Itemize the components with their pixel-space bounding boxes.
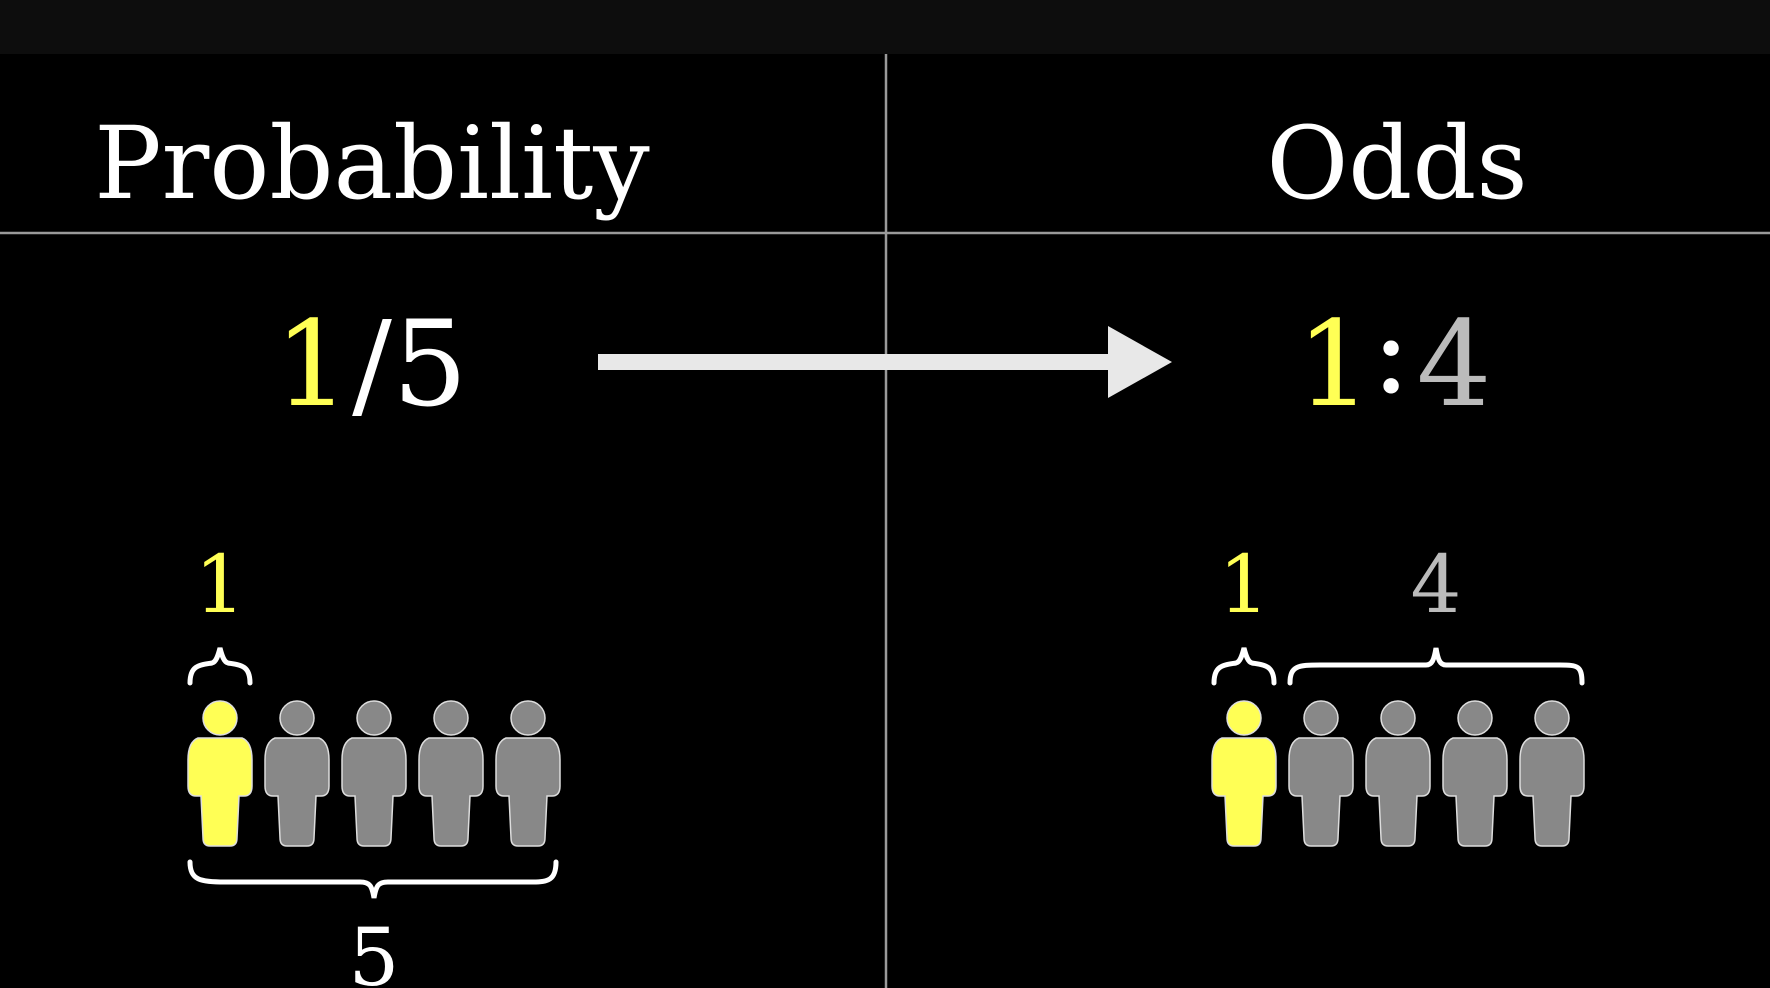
- probability-person-icon-gray: [495, 700, 561, 847]
- odds-highlighted-brace: [1211, 647, 1277, 686]
- odds-people: [1211, 700, 1585, 847]
- probability-top-brace: [187, 647, 253, 686]
- odds-person-icon-gray: [1442, 700, 1508, 847]
- probability-top-count: 1: [195, 538, 246, 631]
- odds-highlighted-count: 1: [1219, 538, 1270, 631]
- probability-people: [187, 700, 561, 847]
- odds-ratio: 1 : 4: [1296, 282, 1491, 433]
- odds-person-icon-gray: [1519, 700, 1585, 847]
- fraction-numerator: 1: [274, 295, 349, 433]
- odds-gray-count: 4: [1411, 538, 1462, 631]
- probability-fraction: 1 / 5: [274, 295, 467, 433]
- fraction-slash: /: [352, 295, 392, 433]
- probability-person-icon-gray: [264, 700, 330, 847]
- probability-heading: Probability: [94, 105, 650, 222]
- ratio-left: 1: [1296, 295, 1371, 433]
- probability-person-icon-highlighted: [187, 700, 253, 847]
- conversion-arrow: [598, 326, 1172, 398]
- odds-gray-brace: [1287, 647, 1585, 686]
- probability-bottom-brace: [187, 859, 559, 899]
- probability-bottom-count: 5: [349, 911, 400, 988]
- odds-person-icon-gray: [1365, 700, 1431, 847]
- odds-heading: Odds: [1266, 105, 1527, 222]
- ratio-colon: :: [1371, 282, 1411, 420]
- probability-person-icon-gray: [418, 700, 484, 847]
- fraction-denominator: 5: [392, 295, 467, 433]
- ratio-right: 4: [1416, 295, 1491, 433]
- probability-person-icon-gray: [341, 700, 407, 847]
- top-bar: [0, 0, 1770, 54]
- odds-person-icon-gray: [1288, 700, 1354, 847]
- odds-person-icon-highlighted: [1211, 700, 1277, 847]
